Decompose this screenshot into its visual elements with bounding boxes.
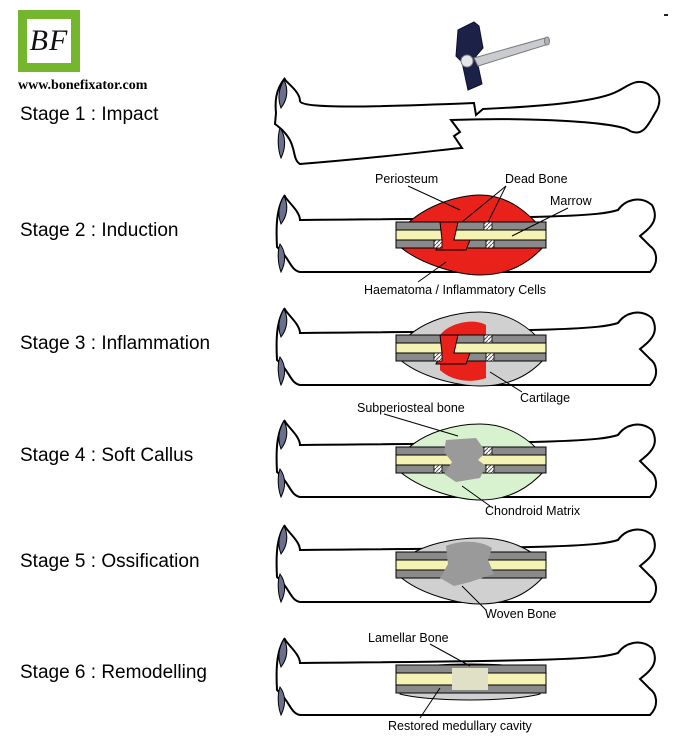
pointer-line [461, 185, 507, 223]
joint-icon [277, 685, 286, 717]
pointer-line [419, 687, 441, 719]
cartilage-label: Cartilage [520, 391, 570, 405]
joint-icon [277, 355, 286, 387]
periosteum-label: Periosteum [375, 172, 438, 186]
joint-icon [278, 419, 288, 451]
stage-6-label: Stage 6 : Remodelling [20, 662, 207, 683]
joint-icon [277, 467, 286, 499]
restored-cavity-label: Restored medullary cavity [388, 719, 533, 733]
pointer-line [429, 643, 471, 667]
dead-bone-label: Dead Bone [505, 172, 568, 186]
joint-icon [277, 242, 286, 274]
dead-bone-fragment [485, 352, 495, 362]
joint-icon [277, 572, 286, 604]
logo-text: BF [29, 24, 69, 57]
joint-icon [278, 78, 288, 110]
logo-frame: BF [25, 17, 73, 65]
stage-1-bone [273, 77, 661, 166]
pointer-line [383, 413, 459, 437]
pointer-line [461, 485, 491, 507]
cortex-top [395, 221, 547, 231]
stage-5-label: Stage 5 : Ossification [20, 551, 200, 572]
stage-3-label: Stage 3 : Inflammation [20, 333, 211, 354]
pointer-line [417, 261, 447, 283]
woven-bone-region [440, 541, 494, 586]
dead-bone-fragment [485, 464, 495, 474]
remodelled-zone [452, 668, 488, 690]
dead-bone-fragment [485, 239, 495, 249]
corner-mark [664, 14, 668, 16]
stage-5-bone: Woven Bone [275, 524, 657, 621]
dead-bone-fragment [433, 239, 443, 249]
cortex-top [395, 334, 547, 344]
dead-bone-fragment [433, 464, 443, 474]
cortex-bottom [395, 352, 547, 362]
joint-icon [278, 194, 288, 226]
stage-6-bone: Lamellar Bone Restored medullary cavity [275, 631, 657, 733]
stage-4-label: Stage 4 : Soft Callus [20, 445, 194, 466]
marrow-band [395, 229, 547, 241]
hammer-icon [455, 21, 550, 91]
marrow-band [395, 342, 547, 354]
joint-icon [278, 307, 288, 339]
stage-2-bone: Periosteum Dead Bone Marrow Haematoma / … [275, 172, 657, 297]
dead-bone-fragment [483, 446, 493, 456]
logo: BF [18, 10, 80, 72]
dead-bone-fragment [483, 221, 493, 231]
stage-1-label: Stage 1 : Impact [20, 104, 159, 125]
joint-icon [278, 524, 288, 556]
impact-bone-shape [273, 77, 661, 166]
haematoma-label: Haematoma / Inflammatory Cells [364, 283, 546, 297]
lamellar-bone-label: Lamellar Bone [368, 631, 449, 645]
pointer-line [489, 371, 523, 393]
joint-icon [278, 637, 288, 669]
pointer-line [407, 185, 461, 211]
pointer-line [461, 585, 487, 611]
stage-2-label: Stage 2 : Induction [20, 220, 179, 241]
marrow-label: Marrow [550, 194, 593, 208]
chondroid-matrix [444, 438, 486, 482]
subperiosteal-bone-label: Subperiosteal bone [357, 401, 465, 415]
chondroid-matrix-label: Chondroid Matrix [485, 504, 581, 518]
dead-bone-fragment [433, 352, 443, 362]
joint-icon [277, 126, 286, 160]
pointer-line [511, 207, 569, 237]
stage-3-bone: Cartilage [275, 307, 657, 405]
dead-bone-fragment [483, 334, 493, 344]
stage-4-bone: Subperiosteal bone Chondroid Matrix [275, 401, 657, 518]
site-url: www.bonefixator.com [18, 78, 148, 93]
woven-bone-label: Woven Bone [485, 607, 556, 621]
pointer-line [487, 185, 507, 223]
cortex-bottom [395, 239, 547, 249]
